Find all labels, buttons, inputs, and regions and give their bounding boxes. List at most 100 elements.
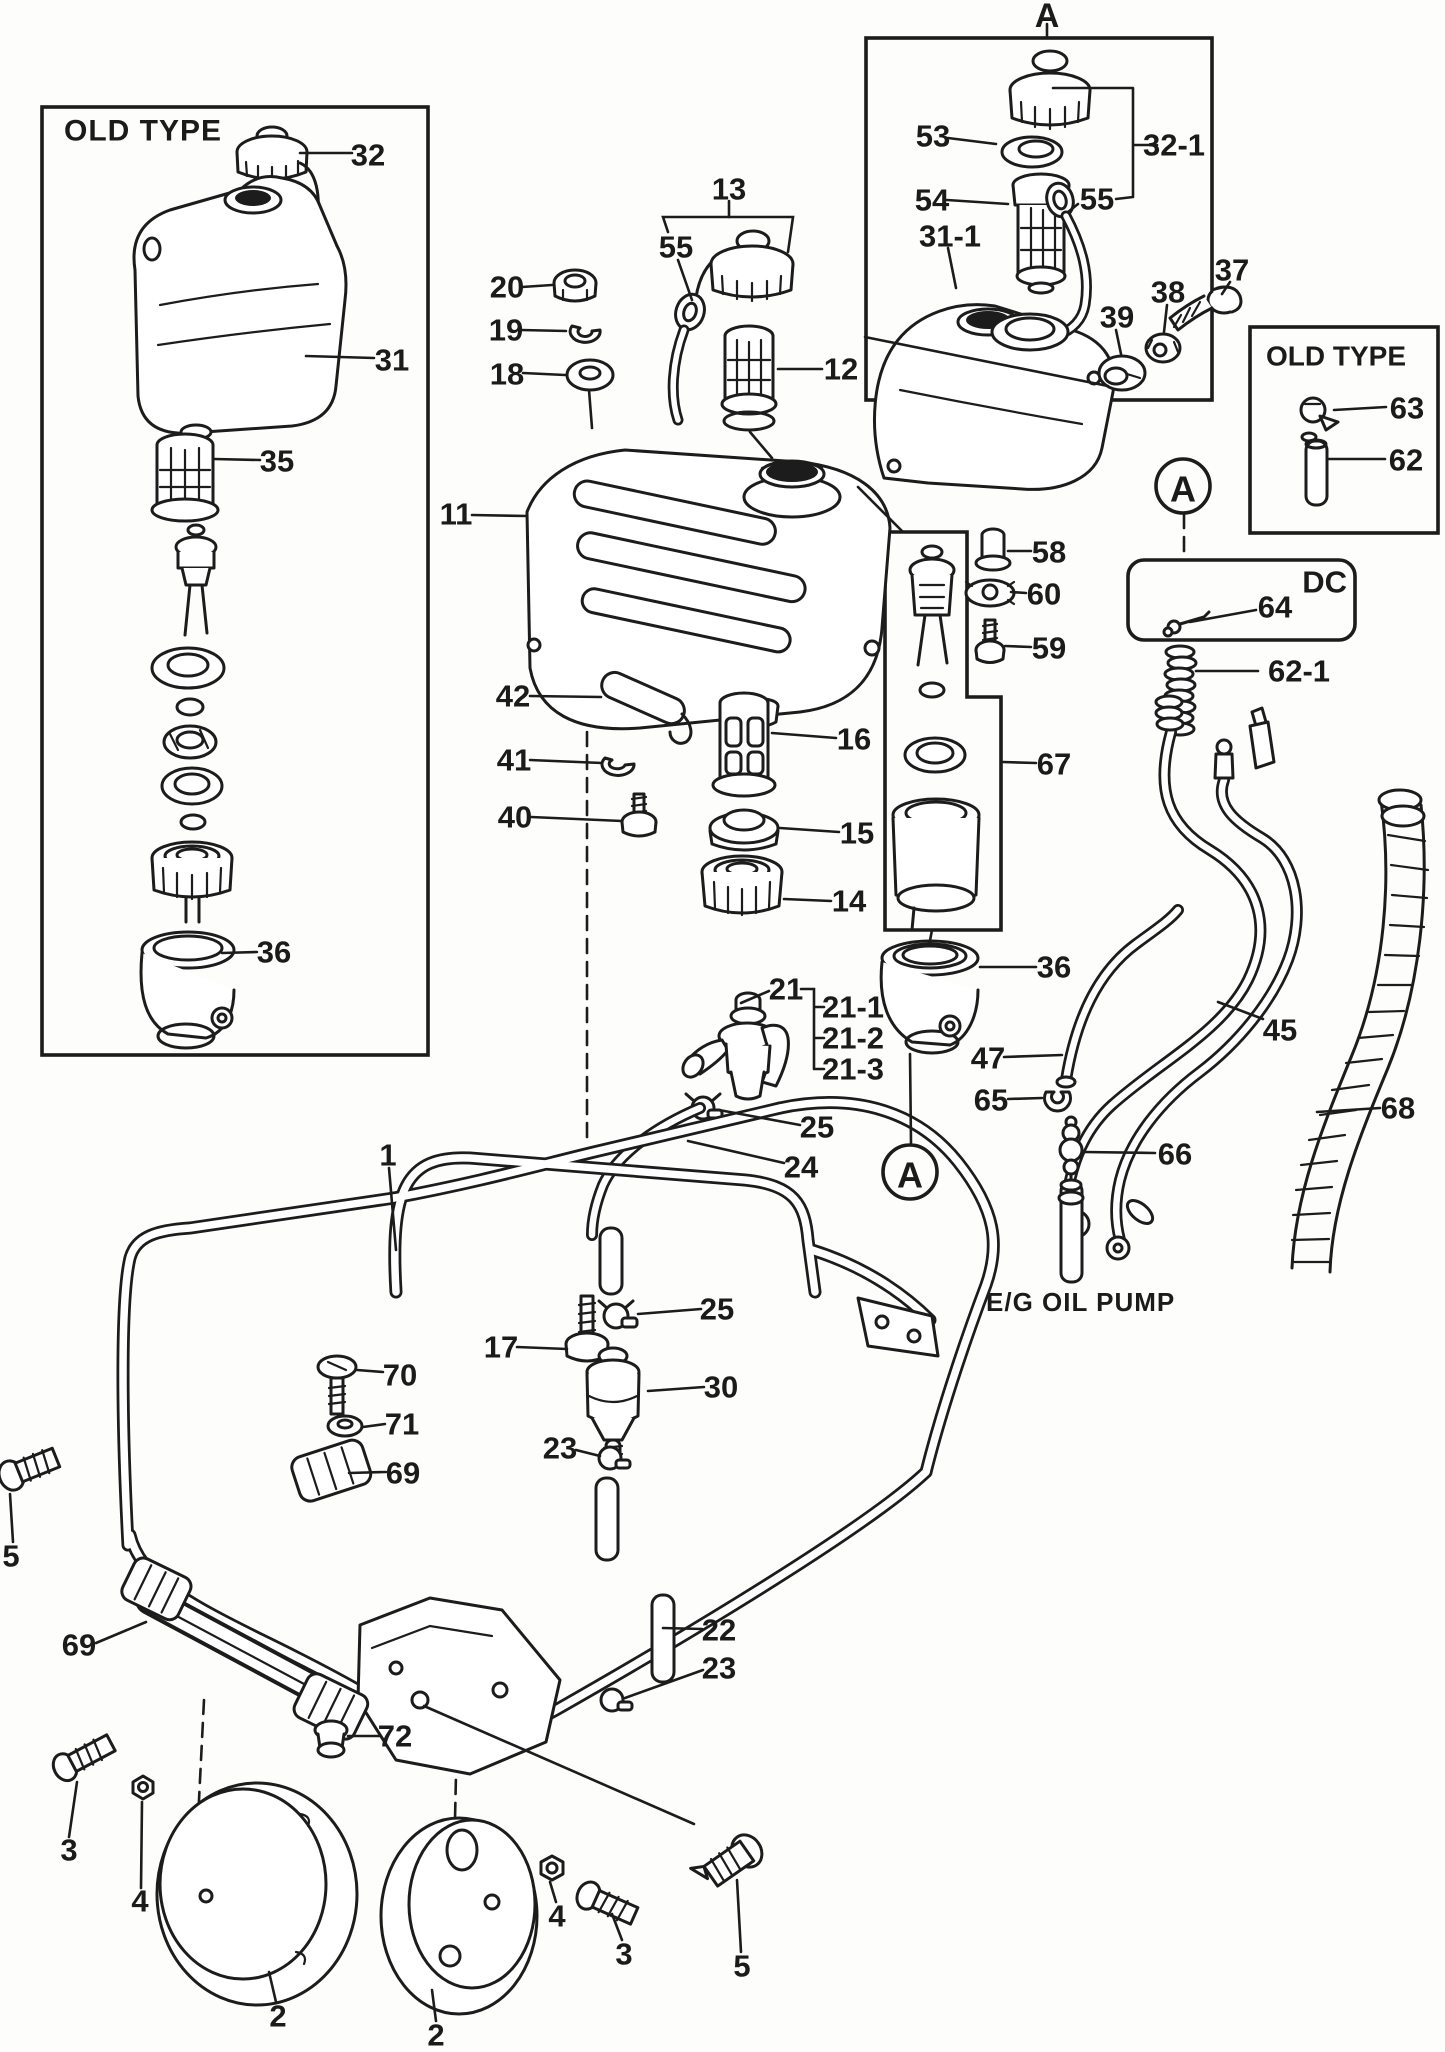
callout-69: 69	[386, 1456, 420, 1491]
callout-54: 54	[915, 183, 950, 218]
fuel-cap-13-icon	[709, 229, 795, 303]
clip-65-icon	[1043, 1090, 1072, 1113]
callout-60: 60	[1027, 577, 1061, 612]
callout-3: 3	[60, 1833, 77, 1868]
callout-25: 25	[700, 1292, 734, 1327]
callout-45: 45	[1263, 1013, 1297, 1048]
callout-35: 35	[260, 444, 294, 479]
callout-36: 36	[257, 935, 291, 970]
fuel-tank-31-icon	[132, 175, 348, 441]
callout-15: 15	[840, 816, 874, 851]
fuel-valve-21-icon	[681, 991, 790, 1101]
callout-32: 32	[351, 138, 385, 173]
tank-joint-nut-icon	[150, 840, 234, 924]
section-a-label: A	[1035, 0, 1060, 35]
old-type-right-box	[1248, 325, 1440, 535]
bolt-5-left-icon	[0, 1446, 62, 1492]
screw-64-icon	[1162, 610, 1211, 638]
o-ring-large-icon	[903, 736, 967, 774]
rubber-foot-2-left-icon	[155, 1781, 359, 2007]
section-a-assembly	[873, 49, 1116, 491]
fuel-tank-11-icon	[525, 448, 892, 731]
petcock-valve-icon	[174, 523, 218, 637]
detail-a-right-letter: A	[1170, 469, 1196, 510]
callout-66: 66	[1158, 1137, 1192, 1172]
tube-clamp-69-upper-icon	[290, 1438, 373, 1503]
callout-47: 47	[971, 1041, 1005, 1076]
clamp-23-lower-icon	[599, 1687, 634, 1713]
wheel-bracket-plate-icon	[356, 1596, 562, 1776]
callout-20: 20	[490, 270, 524, 305]
callout-62-1: 62-1	[1268, 654, 1330, 689]
callout-70: 70	[383, 1358, 417, 1393]
bolt-3-mid-icon	[575, 1880, 640, 1926]
callout-2: 2	[269, 1999, 286, 2034]
tube-62-icon	[1300, 431, 1329, 507]
callout-21-2: 21-2	[822, 1021, 884, 1056]
callout-65: 65	[974, 1083, 1008, 1118]
bar-clamp-left-icon	[120, 1556, 193, 1622]
callout-40: 40	[498, 800, 532, 835]
fuel-strainer-12-icon	[720, 324, 778, 432]
dc-assembly	[1162, 610, 1211, 638]
fuel-cap-32-1-icon	[1008, 49, 1092, 131]
fuel-filter-30-icon	[585, 1346, 641, 1466]
callout-12: 12	[824, 352, 858, 387]
wire-harness-45-icon	[1060, 694, 1303, 1261]
callout-53: 53	[916, 119, 950, 154]
callout-3: 3	[615, 1937, 632, 1972]
callout-1: 1	[379, 1138, 396, 1173]
old-type-left-box	[40, 105, 430, 1057]
bolt-37-icon	[1168, 285, 1243, 332]
tank-pad-42-icon	[600, 670, 693, 745]
callout-2: 2	[427, 2018, 444, 2052]
tank-joint-nut-14-icon	[700, 854, 784, 917]
fuel-tube-22-icon	[650, 1593, 676, 1684]
pressure-valve-icon	[908, 544, 956, 667]
fuel-cup-36-left-icon	[139, 930, 236, 1050]
callout-68: 68	[1381, 1091, 1415, 1126]
screw-70-icon	[316, 1354, 358, 1416]
fuel-line-column	[564, 1226, 676, 1713]
callout-67: 67	[1037, 747, 1071, 782]
callout-69: 69	[62, 1628, 96, 1663]
detail-a-bottom-letter: A	[897, 1155, 923, 1196]
bolt-17-icon	[564, 1294, 610, 1363]
old-type-right-title: OLD TYPE	[1266, 341, 1406, 372]
washer-60-icon	[964, 578, 1016, 608]
bar-clamp-right-icon	[292, 1672, 370, 1741]
callout-24: 24	[784, 1150, 819, 1185]
old-type-left-title: OLD TYPE	[64, 115, 222, 148]
callout-31-1: 31-1	[919, 219, 981, 254]
detail-a-marker-right	[1154, 457, 1212, 515]
callout-14: 14	[832, 884, 867, 919]
screw-40-icon	[620, 792, 658, 838]
clamp-23-upper-icon	[597, 1445, 632, 1471]
hardware-37-38-39	[1097, 285, 1243, 392]
callout-18: 18	[490, 357, 524, 392]
nut-4-mid-icon	[539, 1854, 565, 1882]
callout-39: 39	[1100, 300, 1134, 335]
callout-21-1: 21-1	[822, 990, 884, 1025]
nut-4-left-icon	[131, 1774, 155, 1801]
callout-64: 64	[1258, 590, 1293, 625]
detail-67-assembly	[891, 527, 1016, 932]
threaded-cup-icon	[891, 797, 981, 932]
wire-boot-icon	[1154, 694, 1185, 732]
callout-37: 37	[1215, 253, 1249, 288]
grommet-39-icon	[1097, 354, 1147, 392]
washer-71-icon	[326, 1414, 364, 1438]
coil-hose-68-icon	[1290, 788, 1430, 1274]
callout-63: 63	[1390, 391, 1424, 426]
old-type-left-assembly	[132, 125, 348, 1050]
fuel-tube-segment-icon	[598, 1226, 624, 1296]
fuel-tube-segment-icon	[594, 1476, 620, 1562]
callout-30: 30	[704, 1370, 738, 1405]
fuel-strainer-16-icon	[711, 691, 777, 798]
joint-66-icon	[1058, 1115, 1084, 1182]
callout-31: 31	[375, 343, 409, 378]
clamp-25-mid-icon	[597, 1299, 639, 1330]
bolt-5-right-icon	[689, 1833, 764, 1888]
callout-4: 4	[548, 1899, 566, 1934]
frame-1-icon	[123, 1103, 993, 1776]
